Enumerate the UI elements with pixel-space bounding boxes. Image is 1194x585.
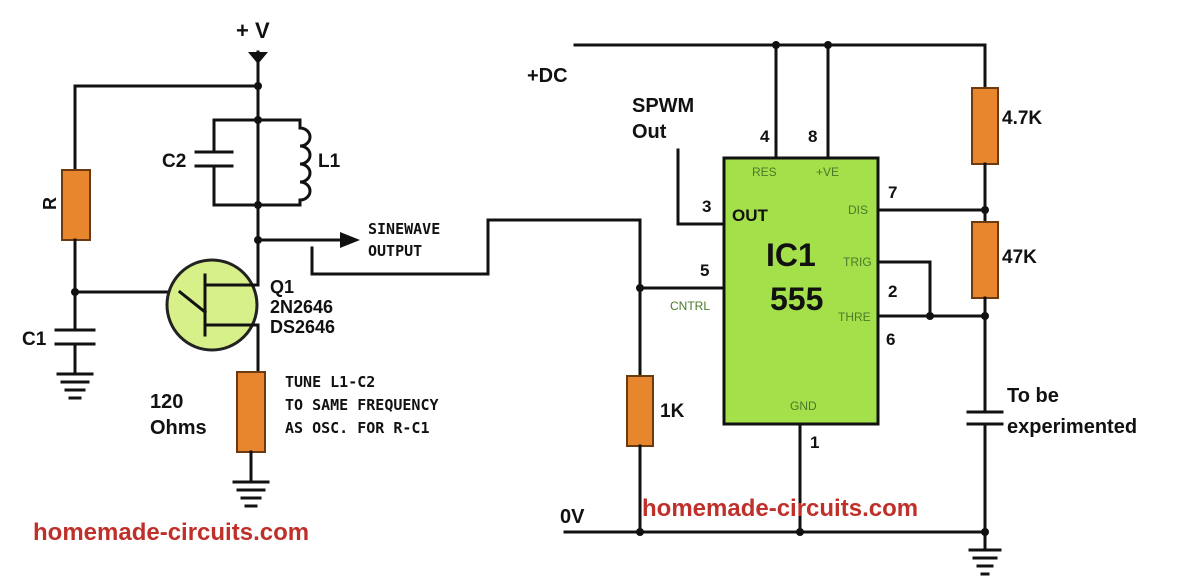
r-4-7k-label: 4.7K	[1002, 108, 1042, 129]
link-wire	[310, 218, 642, 290]
tune-note-1: TUNE L1-C2	[285, 373, 375, 391]
pin-name-gnd: GND	[790, 399, 817, 413]
sine-output-label-1: SINEWAVE	[368, 220, 440, 238]
ground-icon	[56, 372, 94, 400]
q1-label: Q1	[270, 277, 294, 297]
tune-note-2: TO SAME FREQUENCY	[285, 396, 439, 414]
pin-8-label: 8	[808, 127, 817, 146]
pin-4-label: 4	[760, 127, 770, 146]
watermark-left: homemade-circuits.com	[33, 519, 309, 546]
timer-555-stage: +DC 4 8 4.7K 47K To be experimented 7	[527, 41, 1137, 576]
ujt-transistor-q1	[165, 258, 259, 352]
ground-0v-label: 0V	[560, 506, 585, 528]
pin-name-ve: +VE	[816, 165, 839, 179]
r-47k-label: 47K	[1002, 247, 1037, 268]
ujt-oscillator: + V R C1 C2 L1	[22, 18, 440, 508]
pin-name-res: RES	[752, 165, 777, 179]
pin-3-label: 3	[702, 197, 711, 216]
capacitor-c2-label: C2	[162, 151, 186, 172]
pin-name-thre: THRE	[838, 310, 871, 324]
pin-2-label: 2	[888, 282, 897, 301]
ground-icon	[968, 548, 1002, 576]
ic-number: 555	[770, 281, 823, 317]
pin-1-label: 1	[810, 433, 819, 452]
q1-part-1: 2N2646	[270, 297, 333, 317]
cap-note-1: To be	[1007, 385, 1059, 407]
pin-name-trig: TRIG	[843, 255, 872, 269]
pin-5-label: 5	[700, 261, 709, 280]
watermark-right: homemade-circuits.com	[642, 495, 918, 522]
resistor-1k	[626, 375, 654, 447]
supply-dc-label: +DC	[527, 65, 568, 87]
r120-label-1: 120	[150, 391, 183, 413]
tune-note-3: AS OSC. FOR R-C1	[285, 419, 430, 437]
cap-note-2: experimented	[1007, 416, 1137, 438]
resistor-r-label: R	[40, 197, 60, 210]
resistor-4-7k	[971, 87, 999, 165]
pin-6-label: 6	[886, 330, 895, 349]
spwm-label-1: SPWM	[632, 95, 694, 117]
r-1k-label: 1K	[660, 401, 685, 422]
ic-555-chip	[722, 156, 880, 426]
pin-name-cntrl: CNTRL	[670, 299, 710, 313]
capacitor-c1-label: C1	[22, 329, 47, 350]
inductor-l1-label: L1	[318, 151, 341, 172]
pin-name-dis: DIS	[848, 203, 868, 217]
ic-name: IC1	[766, 237, 816, 273]
spwm-label-2: Out	[632, 121, 667, 143]
pin-name-out: OUT	[732, 206, 769, 225]
ground-icon	[232, 480, 270, 508]
resistor-120-ohm	[236, 371, 266, 453]
resistor-47k	[971, 221, 999, 299]
supply-v-label: + V	[236, 18, 270, 43]
q1-part-2: DS2646	[270, 317, 335, 337]
output-arrow-icon	[340, 232, 360, 248]
r120-label-2: Ohms	[150, 417, 207, 439]
resistor-r	[61, 169, 91, 241]
sine-output-label-2: OUTPUT	[368, 242, 422, 260]
inductor-l1-icon	[298, 126, 312, 202]
pin-7-label: 7	[888, 183, 897, 202]
